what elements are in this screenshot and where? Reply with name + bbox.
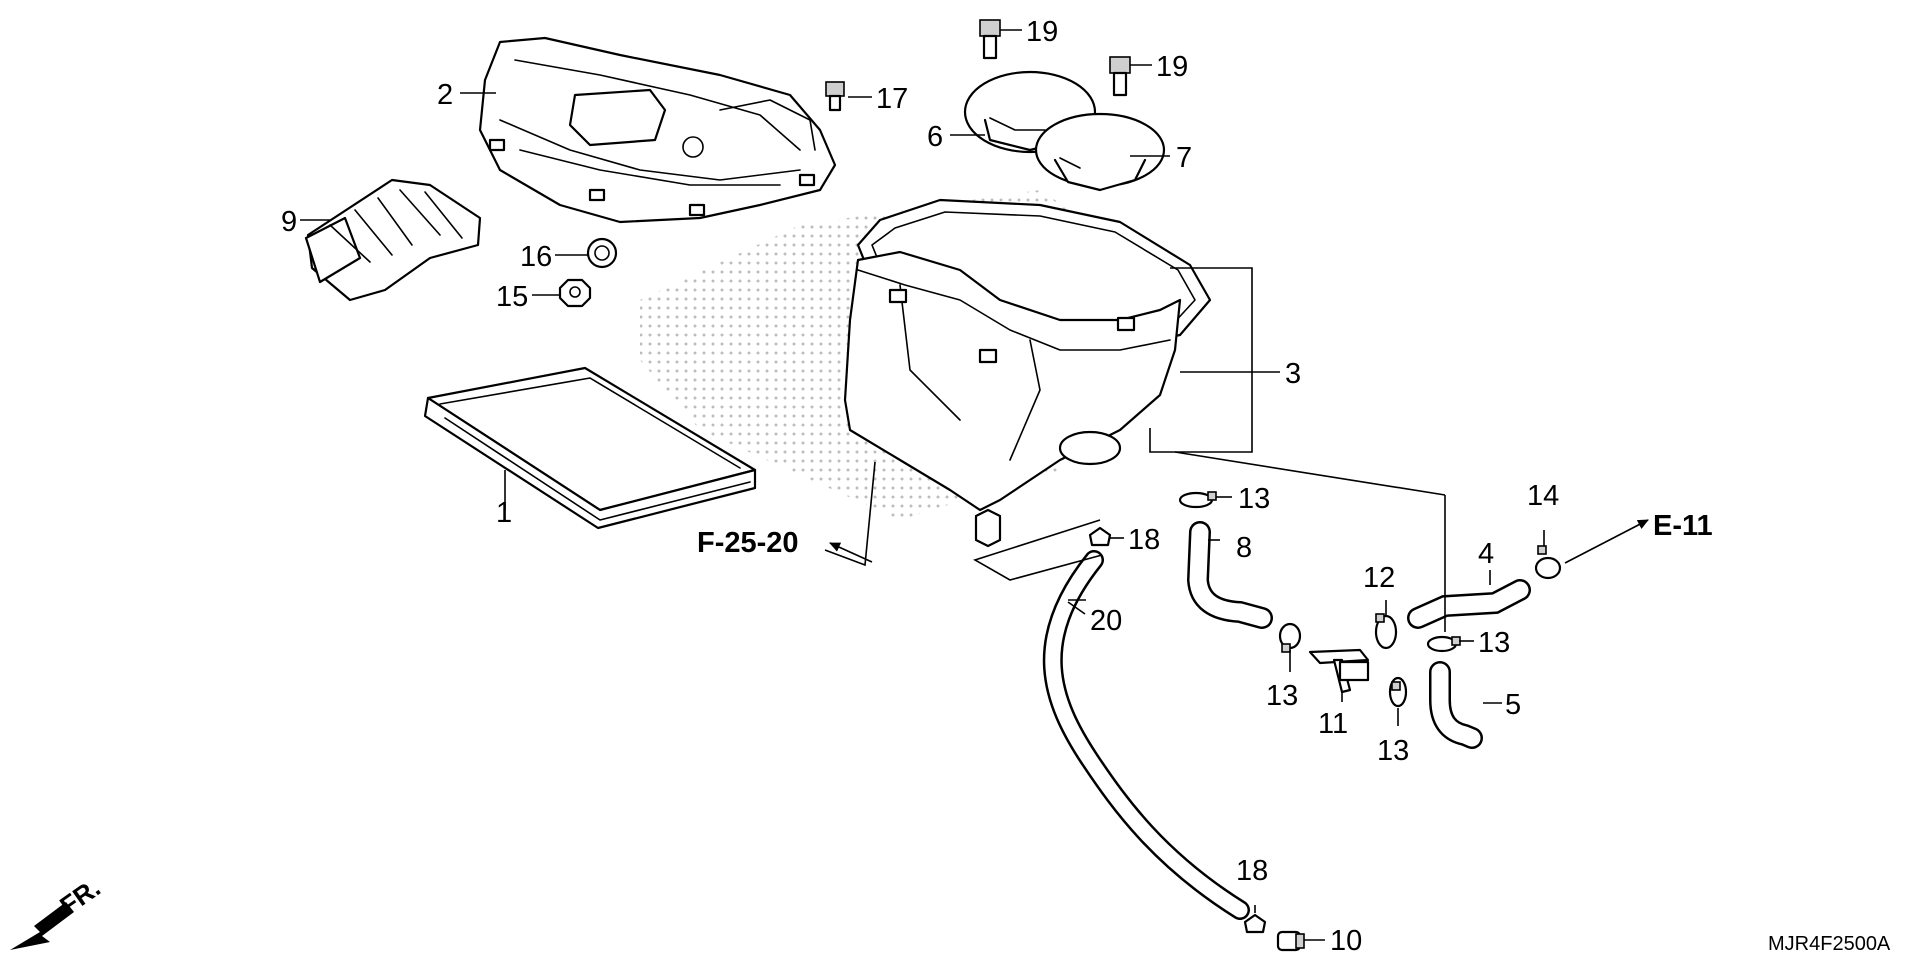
reference-f-25-20: F-25-20 [697,527,799,559]
part-18-clip-upper [1088,526,1112,547]
callout-20: 20 [1090,605,1122,637]
callout-8: 8 [1236,532,1252,564]
front-direction-arrow: FR. [10,872,106,950]
callout-1: 1 [496,497,512,529]
part-9-intake-duct [304,178,482,302]
callout-17: 17 [876,83,908,115]
part-3-air-cleaner-case [843,198,1212,548]
part-8-hose [1186,521,1273,629]
callout-3: 3 [1285,358,1301,390]
part-16-grommet [586,237,618,269]
callout-16: 16 [520,241,552,273]
part-18-clip-lower [1243,913,1267,934]
part-12-clamp [1374,613,1398,650]
leader-lines [300,29,1649,941]
callout-4: 4 [1478,538,1494,570]
callout-18-upper: 18 [1128,524,1160,556]
callout-14: 14 [1527,480,1559,512]
callout-7: 7 [1176,142,1192,174]
part-13-clamp-b [1278,622,1302,653]
callout-13-a: 13 [1238,483,1270,515]
callout-12: 12 [1363,562,1395,594]
callout-10: 10 [1330,925,1362,957]
diagram-code: MJR4F2500A [1768,933,1891,955]
callout-5: 5 [1505,689,1521,721]
part-10-plug [1276,930,1305,952]
part-7-cap [1034,112,1166,192]
part-5-hose [1429,661,1483,749]
part-4-hose [1407,579,1531,629]
part-15-nut [558,278,592,308]
callout-2: 2 [437,79,453,111]
callout-19-b: 19 [1156,51,1188,83]
callout-13-b: 13 [1266,680,1298,712]
part-1-air-filter-element [423,366,757,530]
part-19-bolt-a [979,19,1001,60]
callout-13-d: 13 [1377,735,1409,767]
part-17-bolt [825,81,845,112]
callout-6: 6 [927,121,943,153]
callout-11: 11 [1318,708,1348,740]
callout-18-lower: 18 [1236,855,1268,887]
part-14-clamp [1534,545,1562,580]
callout-19-a: 19 [1026,16,1058,48]
part-11-t-joint [1308,648,1370,694]
callouts: 1 2 3 4 5 6 7 8 9 10 11 12 13 13 13 13 1… [281,16,1559,957]
part-13-clamp-d [1388,676,1408,708]
part-2-air-cleaner-cover [478,36,837,224]
part-13-clamp-c [1426,635,1461,653]
part-19-bolt-b [1109,56,1131,97]
part-20-drain-hose [1042,550,1250,920]
callout-9: 9 [281,206,297,238]
part-13-clamp-a [1178,491,1217,509]
callout-13-c: 13 [1478,627,1510,659]
callout-15: 15 [496,281,528,313]
reference-e-11: E-11 [1653,510,1713,542]
